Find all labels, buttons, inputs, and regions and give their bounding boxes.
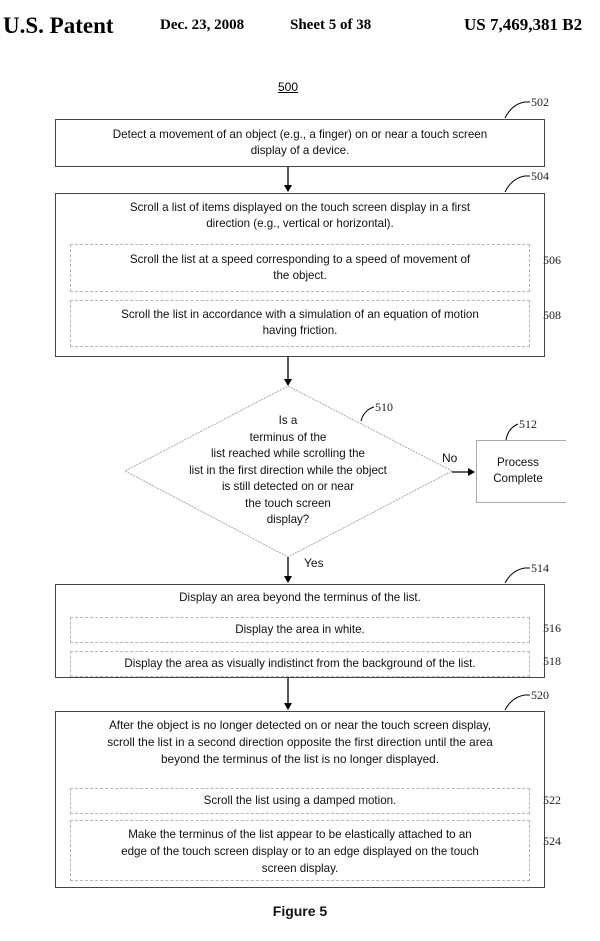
ref-502: 502 [531, 95, 549, 109]
step-502-text: Detect a movement of an object (e.g., a … [56, 127, 544, 159]
branch-yes-label: Yes [304, 556, 324, 570]
sheet-number: Sheet 5 of 38 [290, 17, 372, 33]
step-518-text: Display the area as visually indistinct … [124, 657, 476, 670]
leader-504 [504, 175, 530, 193]
step-514-text: Display an area beyond the terminus of t… [179, 591, 421, 604]
step-524-text: Make the terminus of the list appear to … [71, 826, 529, 877]
step-506-box: Scroll the list at a speed corresponding… [70, 244, 530, 292]
step-522-box: Scroll the list using a damped motion. [70, 788, 530, 814]
leader-512 [505, 423, 519, 441]
step-512-line-1: Process [497, 456, 539, 469]
ref-518: 518 [543, 654, 561, 668]
step-524-line-1: Make the terminus of the list appear to … [128, 828, 472, 841]
step-508-line-2: having friction. [262, 324, 338, 337]
decision-510-line-3: list reached while scrolling the [210, 447, 365, 460]
step-514-box: Display an area beyond the terminus of t… [55, 584, 545, 678]
patent-number: US 7,469,381 B2 [464, 15, 583, 34]
decision-510-text: Is a terminus of the list reached while … [138, 413, 438, 529]
ref-516: 516 [543, 621, 561, 635]
decision-510-line-1: Is a [278, 414, 298, 427]
step-504-box: Scroll a list of items displayed on the … [55, 193, 545, 357]
step-512-box: Process Complete [476, 440, 566, 503]
figure-reference-number: 500 [277, 80, 299, 94]
step-508-line-1: Scroll the list in accordance with a sim… [121, 308, 479, 321]
ref-512: 512 [519, 417, 537, 431]
step-504-text: Scroll a list of items displayed on the … [56, 200, 544, 232]
step-506-line-1: Scroll the list at a speed corresponding… [129, 253, 471, 266]
step-520-line-2: scroll the list in a second direction op… [107, 735, 493, 749]
step-516-text: Display the area in white. [235, 623, 365, 636]
ref-504: 504 [531, 169, 549, 183]
step-520-line-3: beyond the terminus of the list is no lo… [160, 752, 440, 766]
decision-510-line-2: terminus of the [249, 430, 327, 444]
ref-510: 510 [375, 400, 393, 414]
step-524-line-3: screen display. [261, 862, 339, 875]
step-502-line-1: Detect a movement of an object (e.g., a … [112, 128, 488, 141]
leader-502 [504, 101, 530, 119]
step-520-box: After the object is no longer detected o… [55, 711, 545, 888]
decision-510-line-7: display? [266, 513, 310, 526]
step-506-line-2: the object. [273, 269, 327, 282]
branch-no-label: No [442, 451, 458, 465]
step-516-box: Display the area in white. [70, 617, 530, 643]
step-520-line-1: After the object is no longer detected o… [108, 718, 492, 732]
decision-510-line-5: is still detected on or near [221, 480, 355, 493]
ref-522: 522 [543, 793, 561, 807]
step-508-text: Scroll the list in accordance with a sim… [71, 307, 529, 339]
patent-date: Dec. 23, 2008 [160, 17, 245, 33]
ref-524: 524 [543, 834, 561, 848]
step-520-text: After the object is no longer detected o… [56, 717, 544, 768]
step-502-box: Detect a movement of an object (e.g., a … [55, 119, 545, 167]
step-524-line-2: edge of the touch screen display or to a… [121, 845, 479, 858]
leader-514 [504, 567, 530, 584]
step-504-line-1: Scroll a list of items displayed on the … [129, 201, 471, 214]
step-508-box: Scroll the list in accordance with a sim… [70, 300, 530, 347]
step-502-line-2: display of a device. [250, 144, 350, 157]
ref-520: 520 [531, 688, 549, 702]
ref-508: 508 [543, 308, 561, 322]
step-518-box: Display the area as visually indistinct … [70, 651, 530, 677]
decision-510-line-4: list in the first direction while the ob… [189, 463, 387, 477]
ref-506: 506 [543, 253, 561, 267]
figure-caption: Figure 5 [272, 903, 328, 919]
decision-510-line-6: the touch screen [245, 496, 331, 510]
step-512-line-2: Complete [493, 472, 543, 485]
step-524-box: Make the terminus of the list appear to … [70, 820, 530, 881]
step-512-text: Process Complete [477, 455, 559, 487]
step-504-line-2: direction (e.g., vertical or horizontal)… [206, 217, 394, 230]
patent-header-title: U.S. Patent [3, 13, 114, 38]
step-506-text: Scroll the list at a speed corresponding… [71, 252, 529, 284]
ref-514: 514 [531, 561, 549, 575]
step-522-text: Scroll the list using a damped motion. [203, 794, 397, 807]
leader-520 [504, 694, 530, 711]
